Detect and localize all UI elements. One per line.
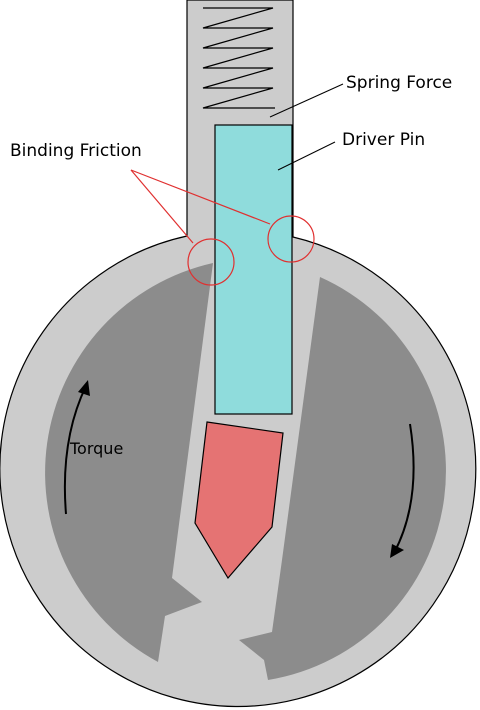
binding-friction-marker-left [187, 238, 235, 286]
binding-friction-leader-right [130, 169, 271, 225]
torque-arrowhead-left-icon [78, 380, 90, 396]
binding-friction-label: Binding Friction [10, 141, 142, 161]
driver-pin-label: Driver Pin [342, 130, 425, 150]
binding-friction-leader-left [130, 169, 194, 244]
driver-pin-leader [277, 141, 336, 171]
spring [202, 7, 275, 109]
spring-force-label: Spring Force [346, 73, 452, 93]
driver-pin [214, 124, 293, 415]
torque-arrowhead-right-icon [390, 544, 404, 558]
torque-label: Torque [69, 439, 123, 458]
plug-left-half [45, 263, 213, 662]
key-pin [194, 421, 284, 580]
spring-force-leader [269, 83, 344, 118]
torque-arrow-right [393, 423, 415, 554]
plug-right-half [239, 277, 446, 680]
torque-arrow-left [63, 385, 87, 515]
binding-friction-marker-right [267, 215, 315, 263]
